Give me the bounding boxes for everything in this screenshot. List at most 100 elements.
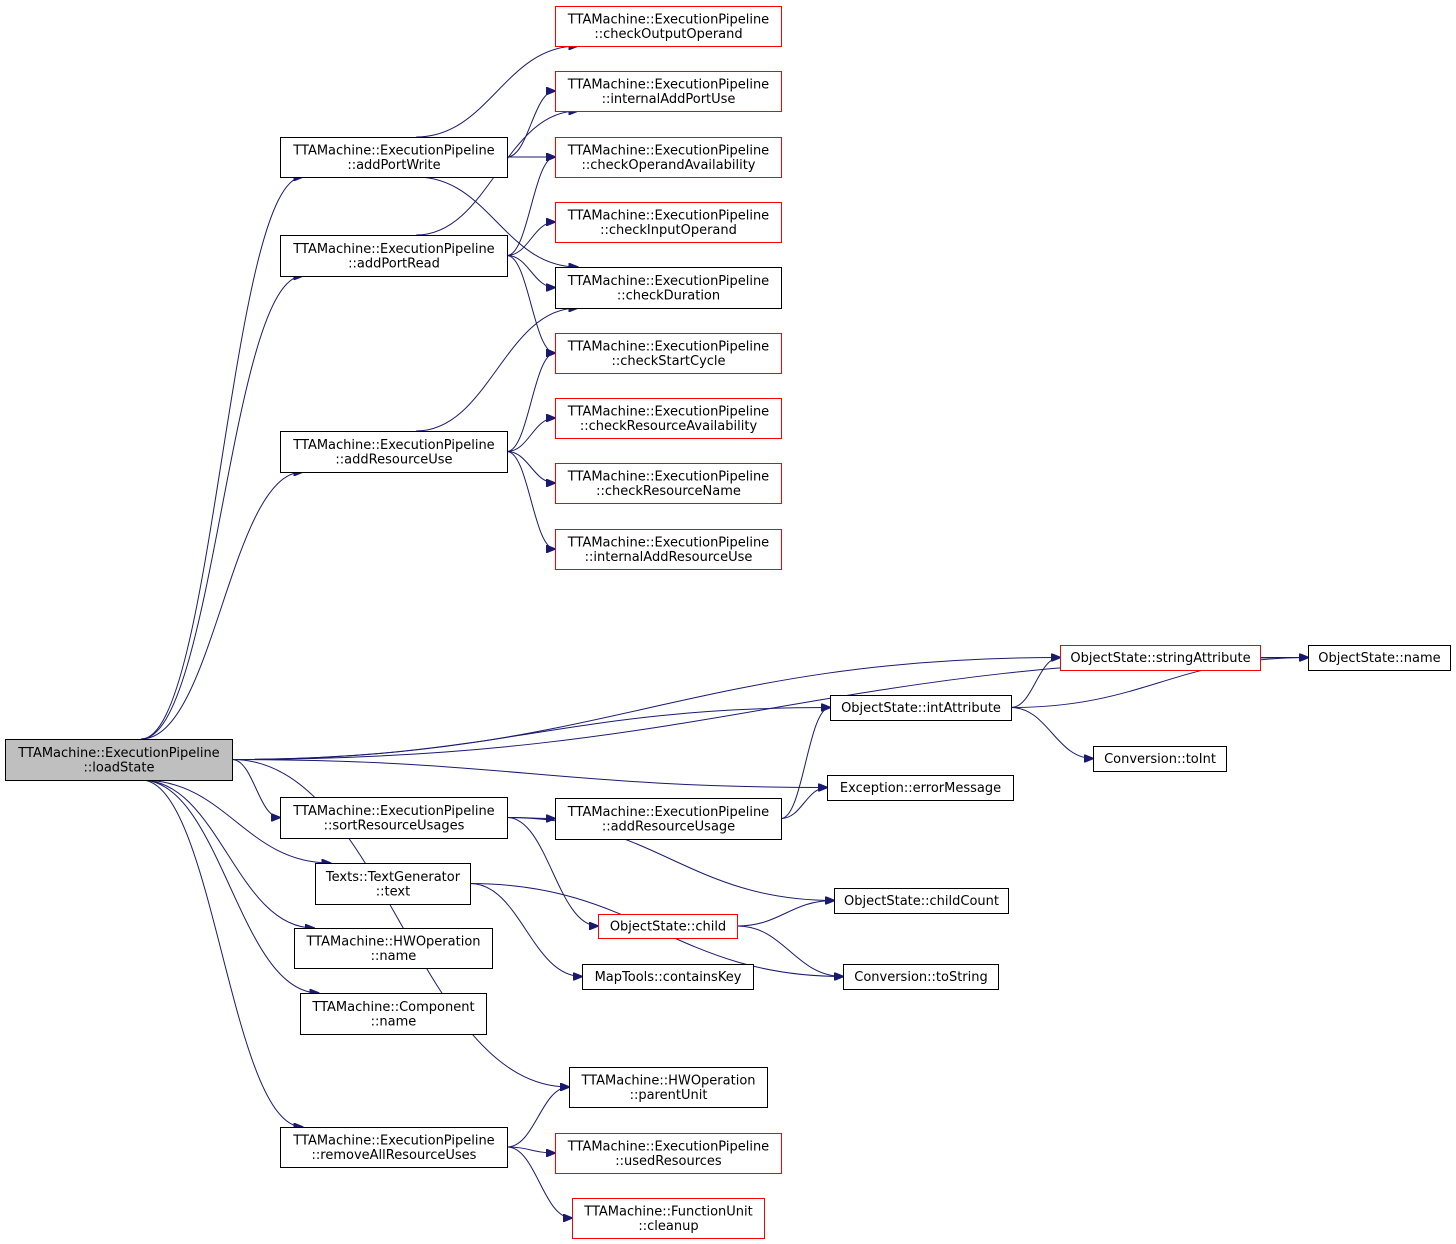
edge-loadState-to-errorMessage (231, 759, 827, 788)
node-box (827, 775, 1014, 801)
node-internalAddPortUse[interactable]: TTAMachine::ExecutionPipeline::internalA… (555, 71, 782, 112)
node-usedResources[interactable]: TTAMachine::ExecutionPipeline::usedResou… (555, 1133, 782, 1174)
node-parentUnit[interactable]: TTAMachine::HWOperation::parentUnit (569, 1067, 768, 1108)
node-addPortRead[interactable]: TTAMachine::ExecutionPipeline::addPortRe… (280, 235, 508, 277)
node-box (555, 71, 782, 112)
node-label-line: ObjectState::child (610, 920, 726, 935)
node-box (555, 529, 782, 570)
node-label-line: ::checkResourceAvailability (580, 419, 758, 434)
node-toString[interactable]: Conversion::toString (843, 964, 999, 990)
node-label-line: ::text (376, 884, 410, 899)
node-label-line: TTAMachine::HWOperation (580, 1073, 755, 1088)
node-box (598, 914, 738, 939)
node-box (555, 333, 782, 374)
node-box (555, 267, 782, 309)
edges-layer (141, 46, 1308, 1218)
node-label-line: ObjectState::stringAttribute (1070, 651, 1250, 666)
node-box (582, 964, 754, 990)
node-checkInputOperand[interactable]: TTAMachine::ExecutionPipeline::checkInpu… (555, 202, 782, 243)
edge-removeAllResourceUses-to-fuCleanup (506, 1146, 572, 1218)
node-label-line: ::parentUnit (630, 1088, 708, 1103)
edge-loadState-to-hwOpName (141, 779, 314, 928)
node-label-line: Exception::errorMessage (840, 781, 1001, 796)
node-box (280, 431, 508, 473)
node-internalAddResourceUse[interactable]: TTAMachine::ExecutionPipeline::internalA… (555, 529, 782, 570)
edge-addPortWrite-to-internalAddPortUse (506, 91, 555, 158)
node-label-line: ObjectState::intAttribute (841, 701, 1001, 716)
node-fuCleanup[interactable]: TTAMachine::FunctionUnit::cleanup (572, 1198, 765, 1239)
edge-addResourceUsage-to-intAttribute (780, 708, 830, 819)
edge-addPortWrite-to-checkOutputOperand (416, 46, 577, 138)
edge-addPortWrite-to-checkDuration (416, 176, 577, 267)
node-label-line: TTAMachine::ExecutionPipeline (567, 1139, 769, 1154)
edge-textGenText-to-containsKey (469, 883, 582, 977)
node-textGenText[interactable]: Texts::TextGenerator::text (315, 863, 471, 905)
node-label-line: ::loadState (84, 760, 155, 775)
node-label-line: ::addPortRead (348, 256, 440, 271)
node-checkOperandAvailability[interactable]: TTAMachine::ExecutionPipeline::checkOper… (555, 137, 782, 178)
node-box (1308, 645, 1451, 671)
node-label-line: ::name (371, 1014, 417, 1029)
node-label-line: ::internalAddPortUse (602, 92, 736, 107)
node-label-line: ::checkStartCycle (611, 354, 725, 369)
node-componentName[interactable]: TTAMachine::Component::name (300, 993, 487, 1035)
node-objChild[interactable]: ObjectState::child (598, 914, 738, 939)
edge-addResourceUse-to-checkResourceAvailability (506, 418, 555, 452)
node-label-line: ::checkInputOperand (600, 223, 737, 238)
node-label-line: ::addResourceUsage (602, 819, 735, 834)
edge-addResourceUse-to-internalAddResourceUse (506, 451, 555, 550)
node-loadState[interactable]: TTAMachine::ExecutionPipeline::loadState (5, 739, 233, 781)
node-sortResourceUsages[interactable]: TTAMachine::ExecutionPipeline::sortResou… (280, 797, 508, 839)
node-checkResourceAvailability[interactable]: TTAMachine::ExecutionPipeline::checkReso… (555, 398, 782, 439)
edge-objChild-to-childCount (736, 901, 834, 927)
node-addPortWrite[interactable]: TTAMachine::ExecutionPipeline::addPortWr… (280, 137, 508, 178)
node-label-line: TTAMachine::ExecutionPipeline (567, 143, 769, 158)
node-label-line: TTAMachine::ExecutionPipeline (292, 438, 494, 453)
edge-addPortRead-to-checkOperandAvailability (506, 157, 555, 256)
node-label-line: Conversion::toInt (1104, 752, 1216, 767)
node-checkDuration[interactable]: TTAMachine::ExecutionPipeline::checkDura… (555, 267, 782, 309)
edge-loadState-to-addPortWrite (141, 177, 303, 740)
edge-addResourceUse-to-checkDuration (416, 308, 577, 432)
nodes-layer: TTAMachine::ExecutionPipeline::loadState… (5, 6, 1451, 1239)
node-label-line: ::internalAddResourceUse (585, 550, 753, 565)
node-toInt[interactable]: Conversion::toInt (1093, 746, 1227, 772)
node-stringAttribute[interactable]: ObjectState::stringAttribute (1060, 645, 1261, 671)
node-label-line: TTAMachine::ExecutionPipeline (567, 274, 769, 289)
edge-removeAllResourceUses-to-usedResources (506, 1146, 555, 1153)
node-label-line: TTAMachine::ExecutionPipeline (567, 208, 769, 223)
node-box (555, 398, 782, 439)
node-addResourceUse[interactable]: TTAMachine::ExecutionPipeline::addResour… (280, 431, 508, 473)
node-checkStartCycle[interactable]: TTAMachine::ExecutionPipeline::checkStar… (555, 333, 782, 374)
node-label-line: TTAMachine::ExecutionPipeline (567, 12, 769, 27)
node-childCount[interactable]: ObjectState::childCount (834, 888, 1009, 914)
node-box (555, 137, 782, 178)
edge-removeAllResourceUses-to-parentUnit (506, 1087, 569, 1148)
node-intAttribute[interactable]: ObjectState::intAttribute (830, 695, 1012, 721)
node-box (315, 863, 471, 905)
node-addResourceUsage[interactable]: TTAMachine::ExecutionPipeline::addResour… (555, 798, 782, 840)
edge-loadState-to-addPortRead (141, 276, 303, 740)
node-objName[interactable]: ObjectState::name (1308, 645, 1451, 671)
node-label-line: TTAMachine::ExecutionPipeline (567, 77, 769, 92)
node-label-line: ::name (371, 949, 417, 964)
node-box (843, 964, 999, 990)
edge-loadState-to-removeAllResourceUses (141, 779, 303, 1127)
node-label-line: ::sortResourceUsages (324, 818, 465, 833)
node-box (555, 463, 782, 504)
node-label-line: TTAMachine::ExecutionPipeline (292, 804, 494, 819)
node-label-line: ::cleanup (638, 1219, 698, 1234)
edge-loadState-to-componentName (141, 779, 318, 993)
node-box (1093, 746, 1227, 772)
node-label-line: TTAMachine::Component (311, 1000, 474, 1015)
node-checkOutputOperand[interactable]: TTAMachine::ExecutionPipeline::checkOutp… (555, 6, 782, 47)
node-label-line: ::removeAllResourceUses (312, 1148, 477, 1163)
node-label-line: TTAMachine::FunctionUnit (583, 1204, 752, 1219)
node-checkResourceName[interactable]: TTAMachine::ExecutionPipeline::checkReso… (555, 463, 782, 504)
node-containsKey[interactable]: MapTools::containsKey (582, 964, 754, 990)
node-box (555, 1133, 782, 1174)
node-hwOpName[interactable]: TTAMachine::HWOperation::name (294, 928, 493, 969)
node-errorMessage[interactable]: Exception::errorMessage (827, 775, 1014, 801)
node-label-line: TTAMachine::ExecutionPipeline (567, 404, 769, 419)
node-removeAllResourceUses[interactable]: TTAMachine::ExecutionPipeline::removeAll… (280, 1127, 508, 1168)
